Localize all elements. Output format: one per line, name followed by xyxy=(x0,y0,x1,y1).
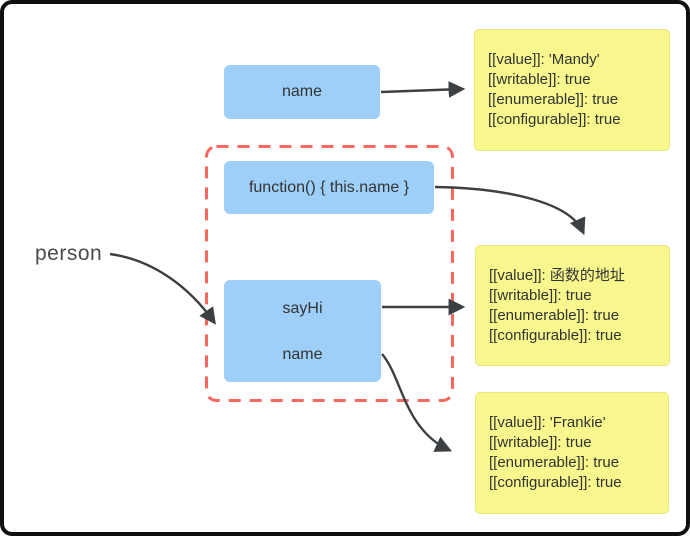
descriptor-line: [[writable]]: true xyxy=(488,71,591,88)
descriptor-note-mandy: [[value]]: 'Mandy' [[writable]]: true [[… xyxy=(474,29,670,151)
descriptor-note-frankie: [[value]]: 'Frankie' [[writable]]: true … xyxy=(475,392,669,514)
property-box-sayhi-label: sayHi xyxy=(282,300,323,317)
descriptor-line: [[configurable]]: true xyxy=(489,326,622,344)
descriptor-line: [[enumerable]]: true xyxy=(489,306,620,324)
descriptor-line: [[writable]]: true xyxy=(489,286,592,304)
descriptor-line: [[enumerable]]: true xyxy=(488,91,619,108)
person-label: person xyxy=(35,242,103,265)
descriptor-line: [[writable]]: true xyxy=(489,434,592,451)
property-box-function: function() { this.name } xyxy=(224,161,434,214)
arrow-name-to-frankie-note xyxy=(381,353,453,452)
descriptor-line: [[value]]: 'Frankie' xyxy=(489,414,606,431)
property-box-function-label: function() { this.name } xyxy=(248,178,410,196)
descriptor-line: [[configurable]]: true xyxy=(488,111,621,128)
property-box-name-label: name xyxy=(281,83,323,100)
descriptor-line: [[value]]: 函数的地址 xyxy=(489,266,625,284)
property-box-sayhi-name-label: name xyxy=(282,346,323,363)
arrow-function-to-address-note xyxy=(434,185,586,236)
descriptor-note-function: [[value]]: 函数的地址 [[writable]]: true [[en… xyxy=(475,245,670,366)
property-box-sayhi: sayHi name xyxy=(224,280,381,382)
arrow-person-to-object xyxy=(109,252,216,325)
descriptor-line: [[configurable]]: true xyxy=(489,474,622,491)
arrow-name-to-mandy-note xyxy=(380,81,466,98)
descriptor-line: [[enumerable]]: true xyxy=(489,454,620,471)
property-box-name: name xyxy=(224,65,380,119)
descriptor-line: [[value]]: 'Mandy' xyxy=(488,51,600,68)
